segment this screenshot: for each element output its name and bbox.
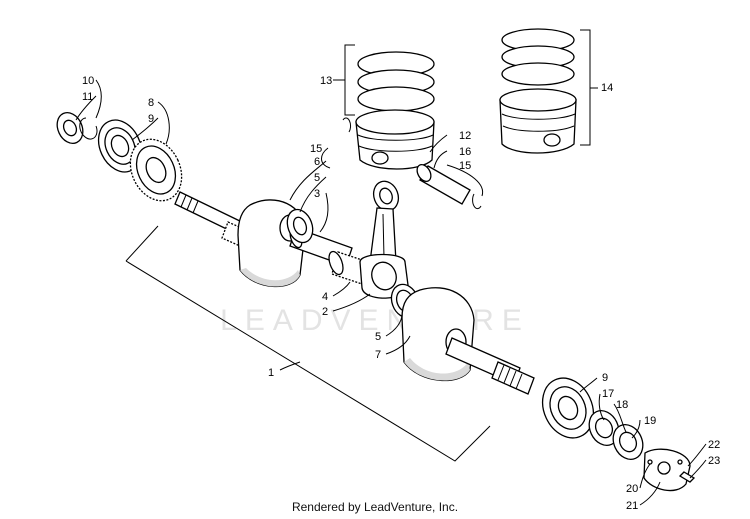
callout-15b: 15: [459, 160, 471, 172]
right-crank-shaft-part: [401, 287, 535, 395]
thrust-washer-left-part: [286, 208, 314, 244]
callout-22: 22: [708, 439, 720, 451]
needle-bearing-part: [328, 250, 369, 285]
callout-21: 21: [626, 500, 638, 512]
piston-right-part: [499, 88, 577, 154]
callout-19: 19: [644, 415, 656, 427]
callout-leaders: [75, 29, 707, 506]
callout-4: 4: [322, 291, 328, 303]
callout-17: 17: [602, 388, 614, 400]
callout-9b: 9: [602, 372, 608, 384]
callout-23: 23: [708, 455, 720, 467]
callout-12: 12: [459, 130, 471, 142]
piston-pin-part: [416, 163, 471, 205]
callout-3: 3: [314, 188, 320, 200]
piston-rings-left-part: [357, 51, 435, 112]
callout-8: 8: [148, 97, 154, 109]
assembly-bracket: [125, 225, 491, 462]
bearing-spacer-part: [588, 409, 620, 447]
piston-pin-clips: [342, 117, 482, 210]
callout-7: 7: [375, 349, 381, 361]
retainer-plate-part: [643, 448, 691, 492]
drive-gear-part: [129, 138, 183, 202]
piston-left-part: [355, 109, 435, 170]
callout-2: 2: [322, 306, 328, 318]
callout-labels: 1 2 3 4 5 5 6 7 8 9 9 10 11 12 13 14 15 …: [82, 75, 720, 512]
callout-11: 11: [82, 91, 93, 103]
callout-15a: 15: [310, 143, 322, 155]
callout-18: 18: [616, 399, 628, 411]
callout-6: 6: [314, 156, 320, 168]
callout-1: 1: [268, 367, 274, 379]
oil-seal-part: [56, 111, 84, 145]
callout-14: 14: [601, 82, 613, 94]
connecting-rod-part: [359, 180, 409, 299]
callout-9a: 9: [148, 113, 154, 125]
callout-13: 13: [320, 75, 332, 87]
callout-5a: 5: [314, 172, 320, 184]
snap-ring-part: [79, 117, 98, 140]
callout-5b: 5: [375, 331, 381, 343]
footer-credit: Rendered by LeadVenture, Inc.: [291, 500, 459, 514]
right-ball-bearing-part: [541, 377, 595, 439]
piston-rings-right-part: [501, 28, 575, 86]
left-crank-shaft-part: [174, 191, 306, 288]
callout-10: 10: [82, 75, 94, 87]
callout-16: 16: [459, 146, 471, 158]
callout-20: 20: [626, 483, 638, 495]
retainer-screw-part: [678, 471, 696, 483]
